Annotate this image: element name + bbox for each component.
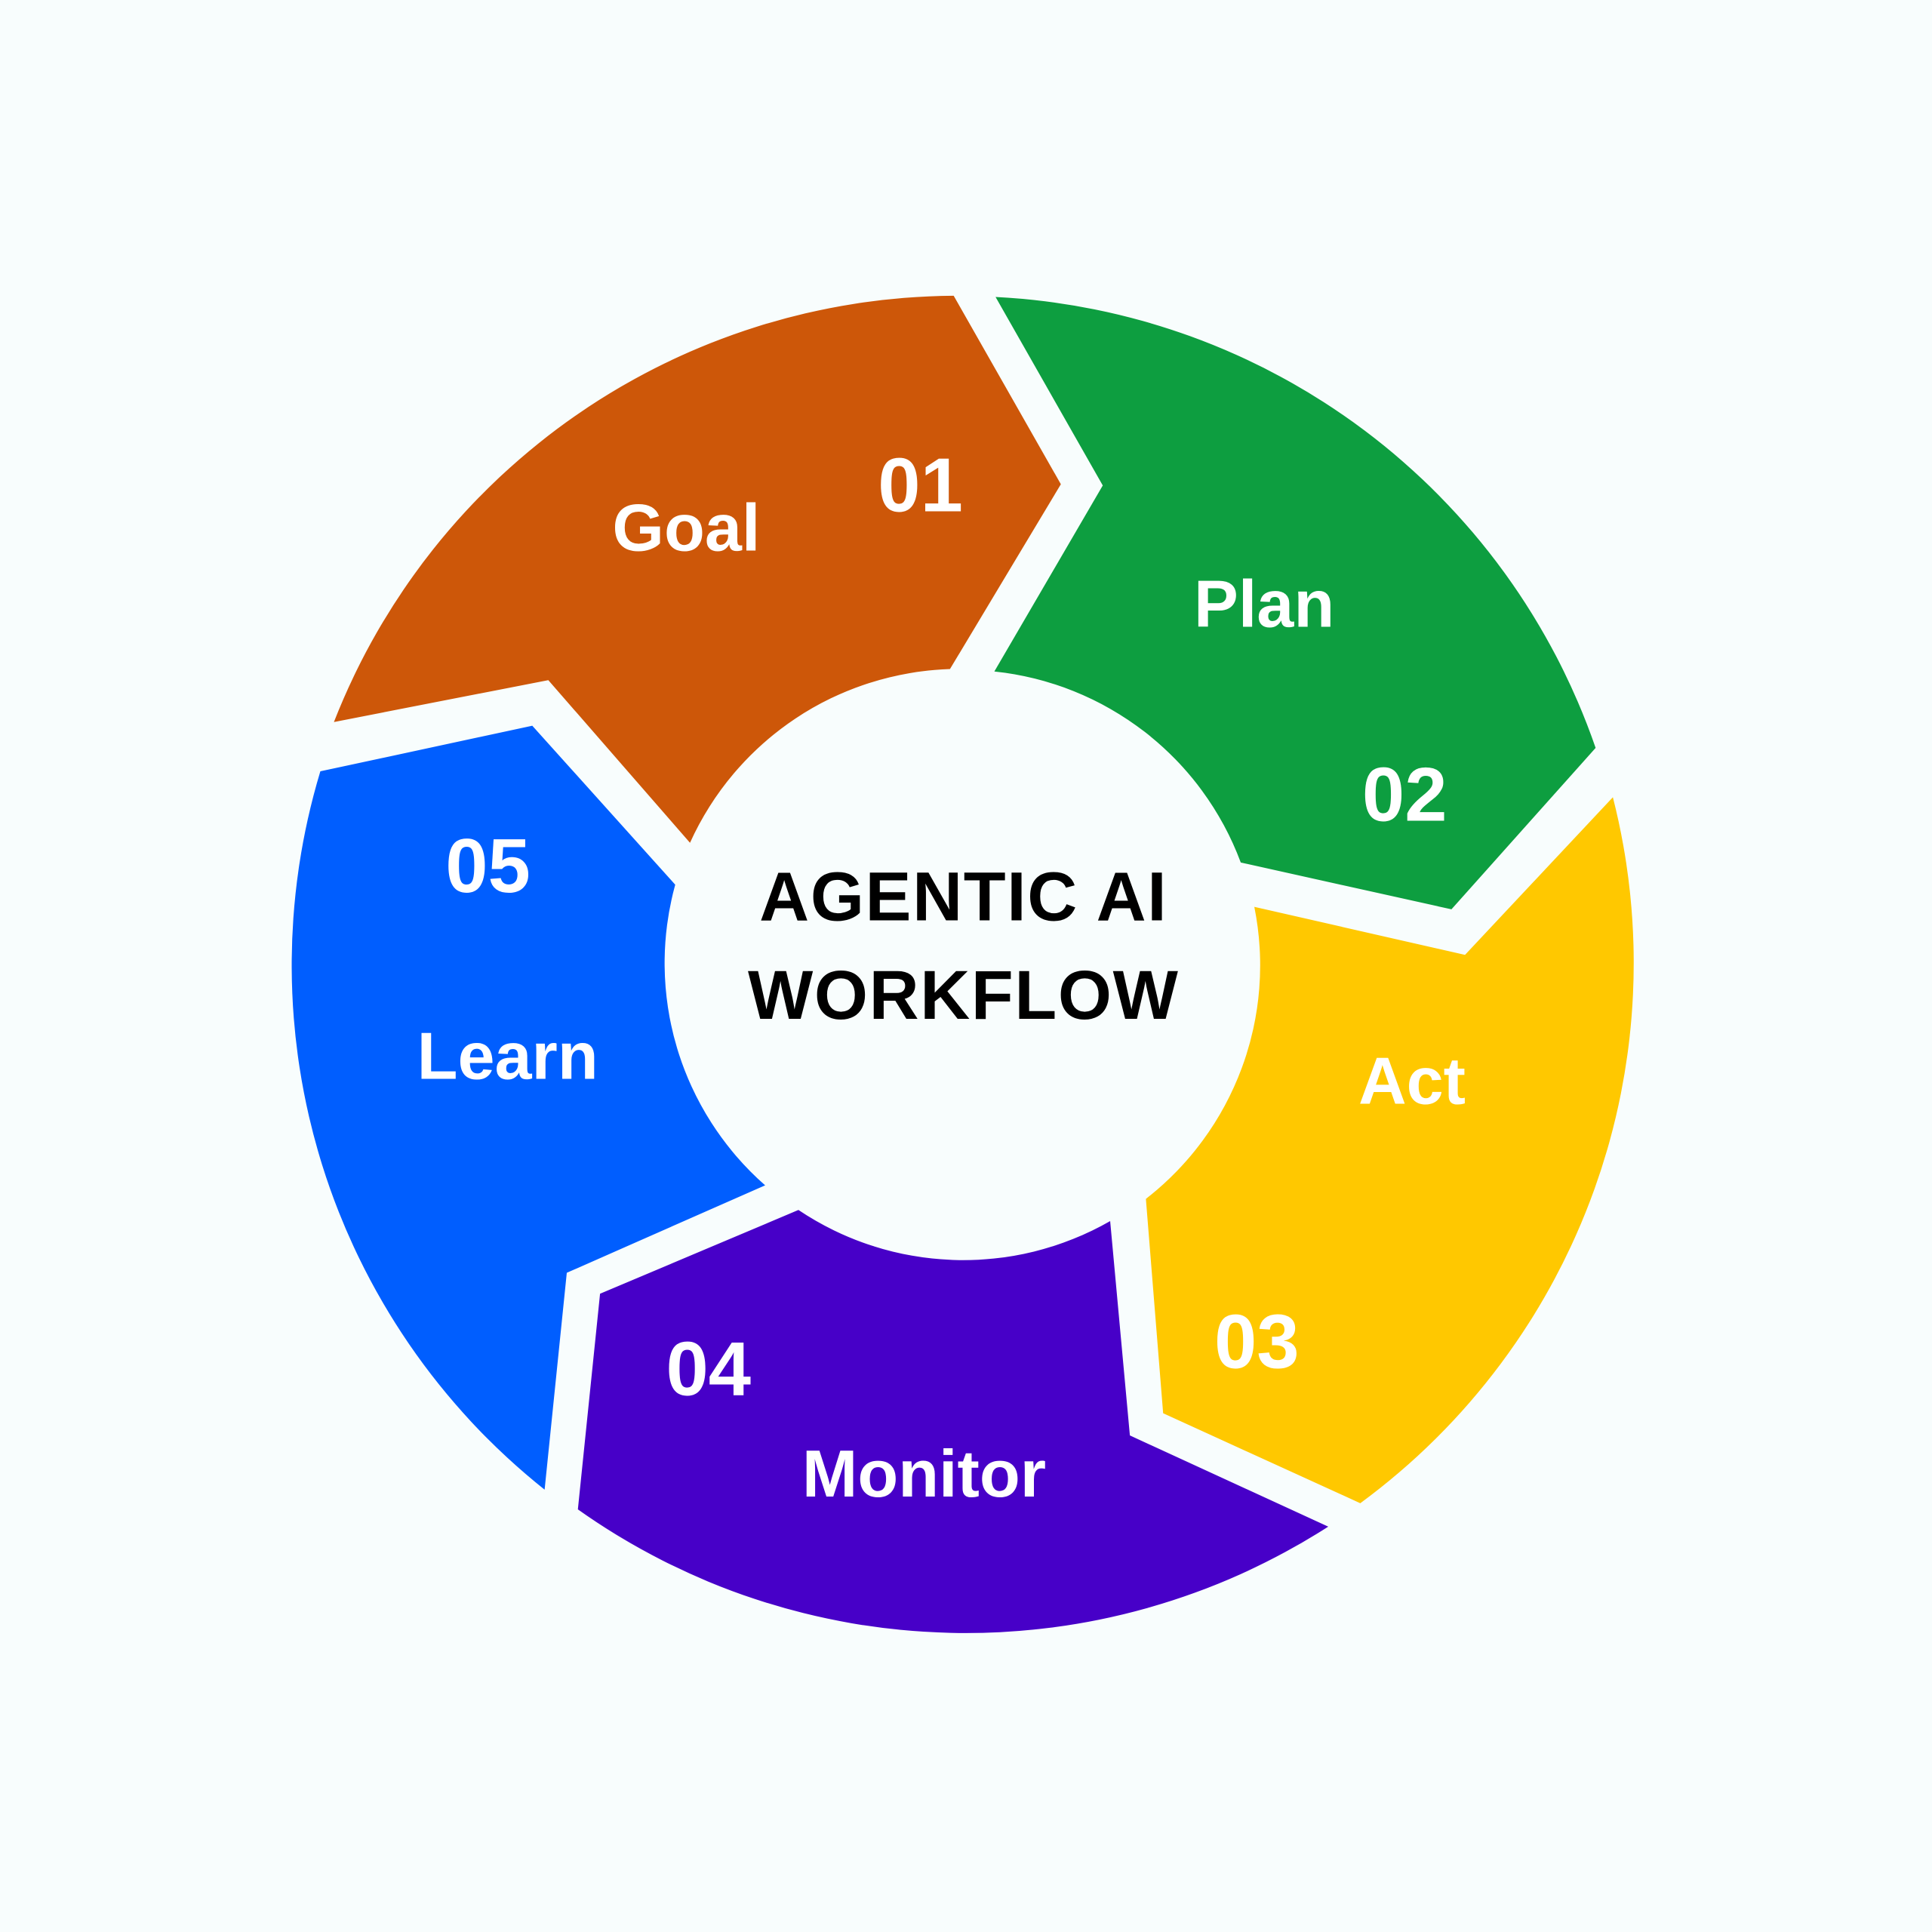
step-label-monitor: Monitor [802,1436,1046,1511]
step-number-02: 02 [1362,752,1447,838]
title-line-2: WORKFLOW [748,957,1180,1034]
segment-act [1146,797,1634,1503]
step-label-goal: Goal [612,490,760,565]
step-number-04: 04 [666,1326,751,1411]
step-number-01: 01 [878,443,963,528]
segment-learn [291,725,765,1490]
step-number-05: 05 [445,823,531,909]
step-label-plan: Plan [1194,566,1334,641]
step-number-03: 03 [1214,1299,1300,1384]
step-label-learn: Learn [417,1019,598,1094]
title-line-1: AGENTIC AI [759,859,1168,936]
segment-plan [994,297,1596,909]
segment-goal [334,295,1061,843]
step-label-act: Act [1358,1043,1466,1118]
segment-monitor [577,1210,1328,1633]
